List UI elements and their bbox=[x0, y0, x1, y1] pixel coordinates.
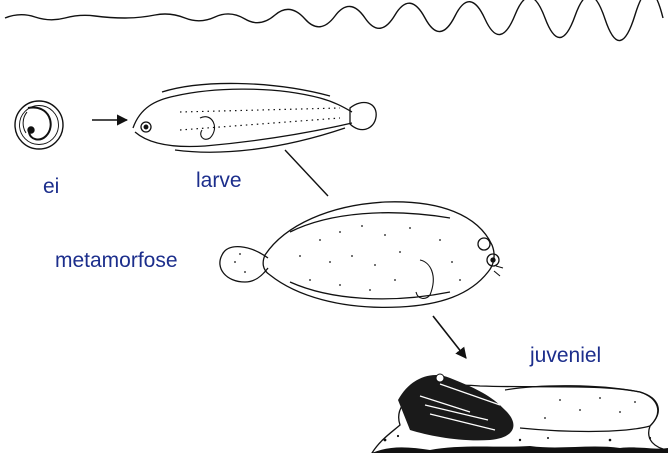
juvenile-label: juveniel bbox=[530, 345, 601, 366]
egg-illustration bbox=[15, 101, 63, 149]
wavy-top-border bbox=[5, 0, 663, 41]
arrow-metamorphosis-to-juvenile bbox=[433, 316, 466, 358]
larva-label: larve bbox=[196, 170, 242, 191]
metamorphosis-illustration bbox=[220, 202, 503, 308]
metamorphosis-label: metamorfose bbox=[55, 250, 178, 271]
egg-label: ei bbox=[43, 176, 59, 197]
larva-illustration bbox=[133, 83, 376, 152]
juvenile-illustration bbox=[372, 374, 668, 453]
connector-larva-to-metamorphosis bbox=[285, 150, 328, 196]
